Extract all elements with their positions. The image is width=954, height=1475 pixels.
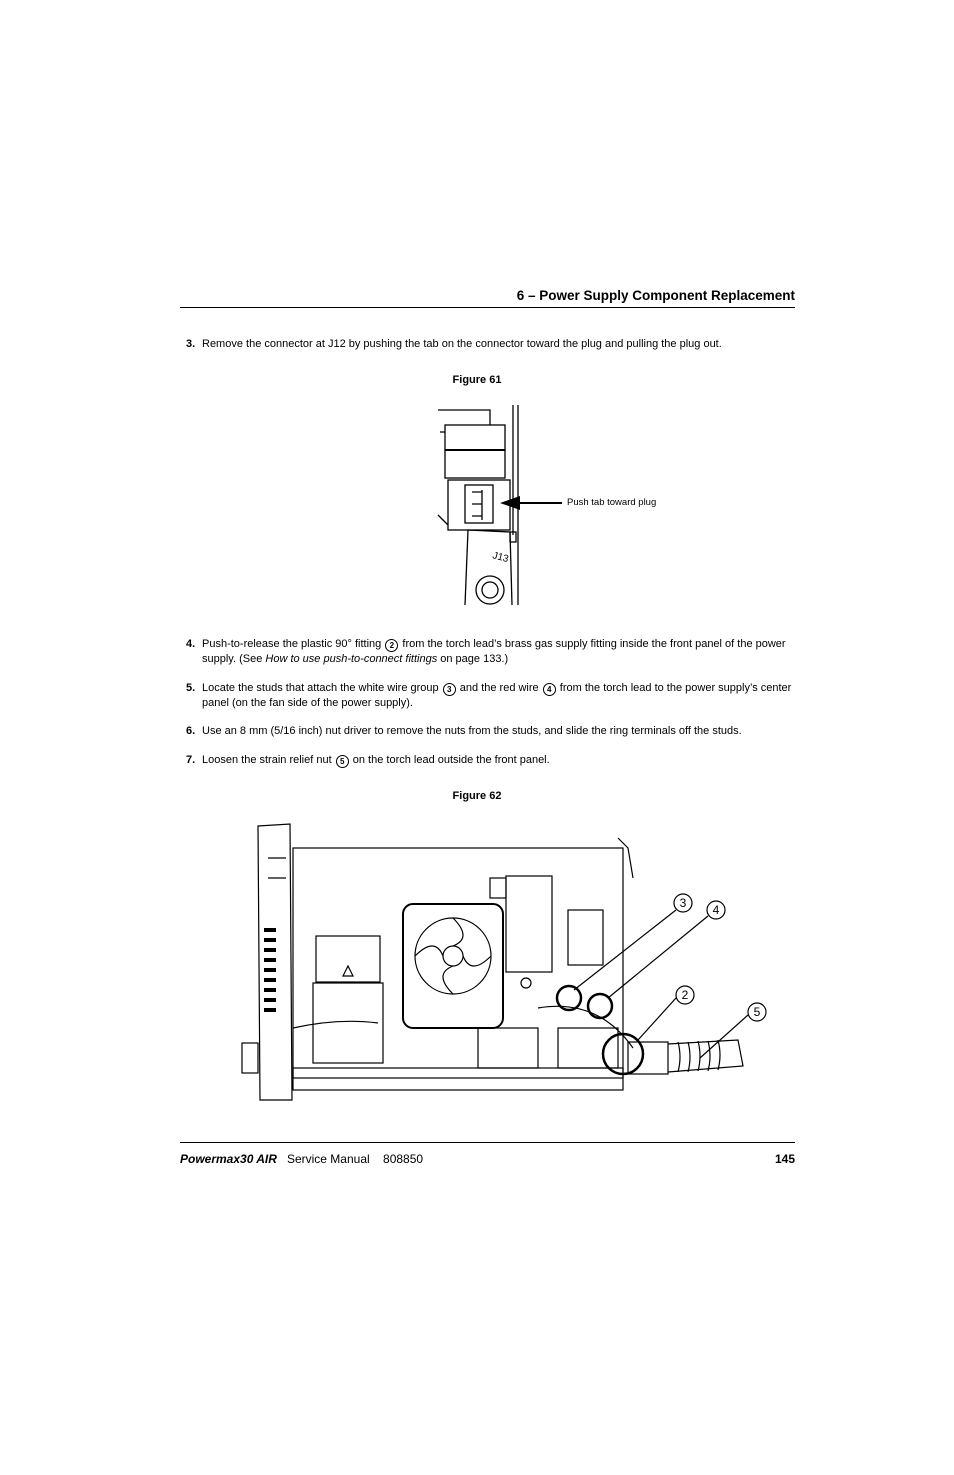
step-6: 6. Use an 8 mm (5/16 inch) nut driver to… xyxy=(186,724,796,739)
footer-rule xyxy=(180,1142,795,1143)
part-number: 808850 xyxy=(383,1152,424,1166)
board-label-j13: J13 xyxy=(491,550,510,565)
step-number: 4. xyxy=(186,638,196,650)
callout-ref: 3 xyxy=(442,683,456,696)
figure-61-caption: Figure 61 xyxy=(452,374,502,386)
figure-62: 3 4 2 5 xyxy=(241,823,767,1101)
step-5: 5. Locate the studs that attach the whit… xyxy=(186,681,796,711)
step-text: Push-to-release the plastic 90° fitting xyxy=(202,638,382,650)
callout-push-tab: Push tab toward plug xyxy=(567,497,656,508)
figure-62-caption: Figure 62 xyxy=(452,790,502,802)
figure-61: J13 Push tab toward plug xyxy=(437,405,656,606)
step-text: Remove the connector at J12 by pushing t… xyxy=(202,338,722,350)
step-number: 7. xyxy=(186,754,196,766)
callout-2: 2 xyxy=(682,988,689,1002)
step-text: on page 133.) xyxy=(440,653,509,665)
page-number: 145 xyxy=(774,1152,795,1166)
product-name: Powermax30 AIR xyxy=(180,1152,277,1166)
step-7: 7. Loosen the strain relief nut 5 on the… xyxy=(186,753,796,768)
callout-ref: 2 xyxy=(385,639,399,652)
step-text: from the torch lead’s brass gas supply f… xyxy=(202,638,786,665)
doc-title: Service Manual xyxy=(286,1152,370,1166)
step-4: 4. Push-to-release the plastic 90° fitti… xyxy=(186,637,796,667)
footer-left: Powermax30 AIR Service Manual 808850 xyxy=(180,1152,423,1166)
chapter-title: 6 – Power Supply Component Replacement xyxy=(516,288,795,303)
step-number: 5. xyxy=(186,682,196,694)
step-text: Loosen the strain relief nut xyxy=(202,754,332,766)
callout-4: 4 xyxy=(713,903,720,917)
cross-reference-link[interactable]: How to use push-to-connect fittings xyxy=(265,653,438,665)
step-text: on the torch lead outside the front pane… xyxy=(352,754,550,766)
callout-ref: 5 xyxy=(335,755,349,768)
callout-3: 3 xyxy=(680,896,687,910)
callout-5: 5 xyxy=(754,1005,761,1019)
step-text: Locate the studs that attach the white w… xyxy=(202,682,439,694)
step-text: from the torch lead to the power supply’… xyxy=(202,682,792,709)
step-number: 6. xyxy=(186,725,196,737)
step-text: Use an 8 mm (5/16 inch) nut driver to re… xyxy=(202,725,742,737)
callout-ref: 4 xyxy=(542,683,556,696)
step-number: 3. xyxy=(186,338,196,350)
step-text: and the red wire xyxy=(459,682,539,694)
step-3: 3. Remove the connector at J12 by pushin… xyxy=(186,337,796,352)
header-rule xyxy=(180,307,795,308)
